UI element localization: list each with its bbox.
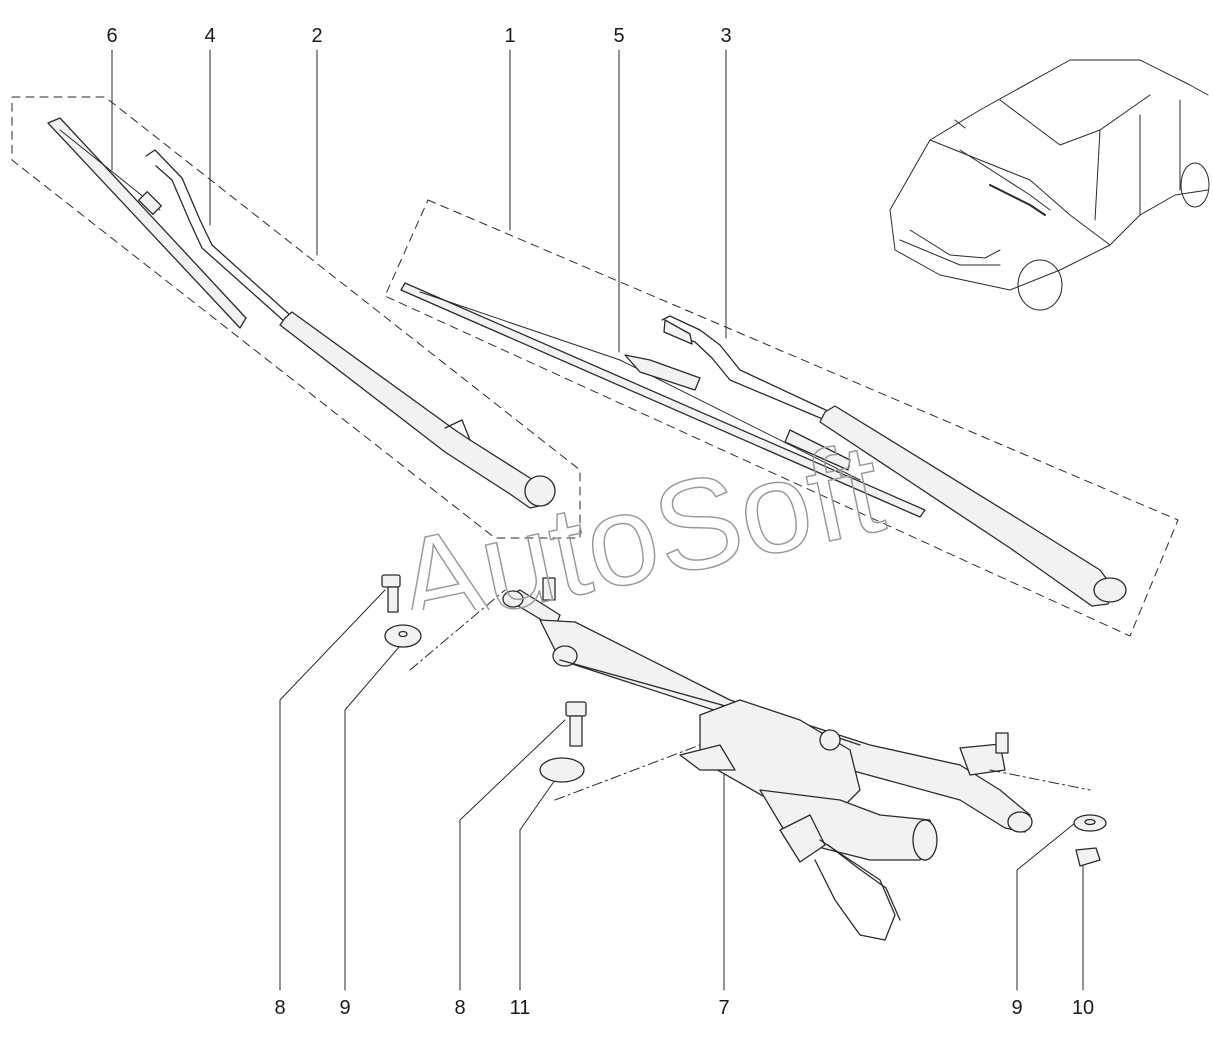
right-wiper-arm <box>661 315 1127 607</box>
washer-right <box>1073 814 1107 832</box>
callout-7: 7 <box>718 997 730 1019</box>
bolt-left <box>381 574 401 613</box>
callout-1: 1 <box>504 25 516 47</box>
alignment-lines <box>409 589 1091 801</box>
callout-2: 2 <box>311 25 323 47</box>
callout-3: 3 <box>720 25 732 47</box>
nut <box>1075 847 1101 867</box>
leader-lines-top <box>111 49 727 353</box>
callout-6: 6 <box>106 25 118 47</box>
vehicle-location-sketch <box>889 59 1210 311</box>
left-arm-group-outline <box>11 96 581 539</box>
callout-10: 10 <box>1071 997 1095 1019</box>
washer-left <box>384 624 422 648</box>
callout-11: 11 <box>509 997 531 1019</box>
callout-5: 5 <box>613 25 625 47</box>
callout-9-left: 9 <box>339 997 351 1019</box>
callout-4: 4 <box>204 25 216 47</box>
left-wiper-blade <box>47 117 247 329</box>
right-arm-group-outline <box>384 199 1179 637</box>
callout-8-left: 8 <box>274 997 286 1019</box>
bolt-centre <box>565 701 587 747</box>
left-wiper-arm <box>279 311 556 509</box>
callout-9-right: 9 <box>1011 997 1023 1019</box>
callout-8-centre: 8 <box>454 997 466 1019</box>
wiper-linkage-and-motor <box>502 577 1033 941</box>
right-wiper-blade <box>400 282 926 518</box>
leader-lines-bottom <box>279 589 1084 991</box>
washer-centre <box>539 757 585 783</box>
left-wiper-arm-rod <box>145 149 291 323</box>
